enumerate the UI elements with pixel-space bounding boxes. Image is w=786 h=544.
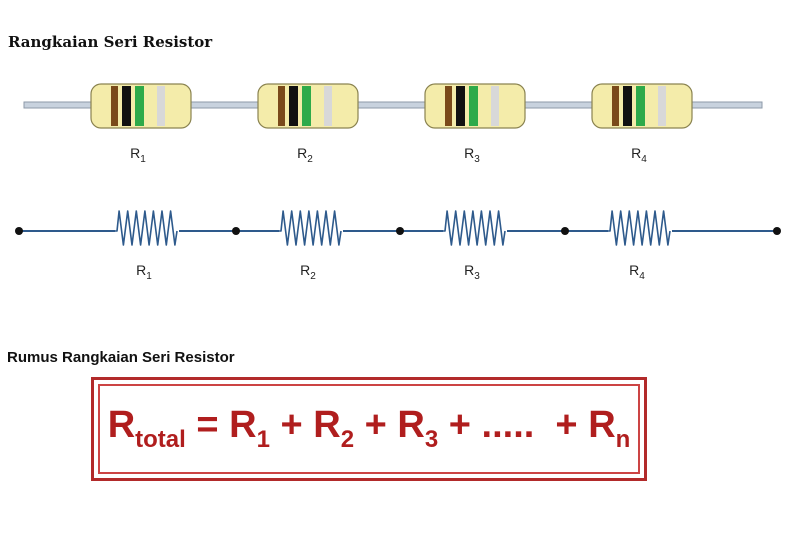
node-dot-5 bbox=[773, 227, 781, 235]
node-dot-4 bbox=[561, 227, 569, 235]
color-band bbox=[612, 86, 619, 126]
color-band bbox=[122, 86, 131, 126]
resistor-label-phys-1: R1 bbox=[130, 145, 146, 165]
resistor-label-phys-2: R2 bbox=[297, 145, 313, 165]
resistor-label-phys-3: R3 bbox=[464, 145, 480, 165]
series-title: Rangkaian Seri Resistor bbox=[8, 33, 213, 51]
color-band bbox=[456, 86, 465, 126]
resistor-symbol-4 bbox=[606, 210, 671, 246]
formula-box: Rtotal = R1 + R2 + R3 + ..... + Rn bbox=[91, 377, 647, 481]
color-band bbox=[278, 86, 285, 126]
resistor-4 bbox=[591, 83, 693, 129]
resistor-symbol-2 bbox=[277, 210, 342, 246]
node-dot-1 bbox=[15, 227, 23, 235]
resistor-1 bbox=[90, 83, 192, 129]
lead-wire bbox=[23, 101, 763, 109]
color-band bbox=[324, 86, 332, 126]
resistor-label-sch-1: R1 bbox=[136, 262, 152, 282]
resistor-symbol-1 bbox=[113, 210, 178, 246]
color-band bbox=[135, 86, 144, 126]
color-band bbox=[445, 86, 452, 126]
color-band bbox=[302, 86, 311, 126]
color-band bbox=[623, 86, 632, 126]
resistor-label-phys-4: R4 bbox=[631, 145, 647, 165]
color-band bbox=[636, 86, 645, 126]
resistor-label-sch-3: R3 bbox=[464, 262, 480, 282]
node-dot-3 bbox=[396, 227, 404, 235]
color-band bbox=[289, 86, 298, 126]
formula-title: Rumus Rangkaian Seri Resistor bbox=[7, 349, 235, 366]
resistor-symbol-3 bbox=[441, 210, 506, 246]
color-band bbox=[157, 86, 165, 126]
color-band bbox=[469, 86, 478, 126]
color-band bbox=[658, 86, 666, 126]
node-dot-2 bbox=[232, 227, 240, 235]
resistor-2 bbox=[257, 83, 359, 129]
resistor-3 bbox=[424, 83, 526, 129]
resistor-label-sch-2: R2 bbox=[300, 262, 316, 282]
color-band bbox=[111, 86, 118, 126]
formula: Rtotal = R1 + R2 + R3 + ..... + Rn bbox=[107, 404, 631, 453]
resistor-label-sch-4: R4 bbox=[629, 262, 645, 282]
color-band bbox=[491, 86, 499, 126]
